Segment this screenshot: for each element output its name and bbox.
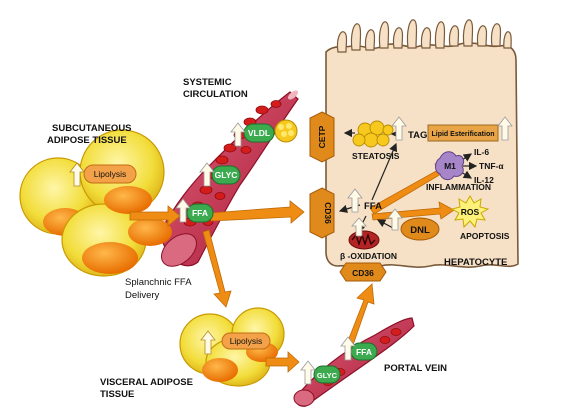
portal-vein-label: PORTAL VEIN xyxy=(384,363,447,374)
splanchnic-label-line2: Delivery xyxy=(125,290,160,301)
up-arrow-icon xyxy=(200,330,216,355)
up-arrow-icon xyxy=(347,188,363,213)
steatosis-droplets xyxy=(352,120,394,148)
m1-macrophage: M1 xyxy=(435,151,465,181)
arrow-subcutaneous-to-vessel xyxy=(129,205,181,227)
ffa-label-systemic: FFA xyxy=(192,208,208,218)
vldl-label: VLDL xyxy=(248,128,270,138)
glyc-label-systemic: GLYC xyxy=(215,170,238,180)
arrow-dnl-to-ffa xyxy=(376,219,394,229)
up-arrow-icon xyxy=(387,208,403,231)
microvilli xyxy=(336,19,512,53)
arrow-visceral-to-portal xyxy=(265,351,300,373)
ros-burst-icon: ROS xyxy=(450,194,490,229)
cd36-label-lower: CD36 xyxy=(352,268,374,278)
vldl-badge: VLDL xyxy=(230,122,275,147)
inflammation-label: INFLAMMATION xyxy=(426,182,491,192)
up-arrow-icon xyxy=(351,217,367,237)
up-arrow-icon xyxy=(300,360,316,385)
up-arrow-icon xyxy=(69,162,85,187)
lipolysis-label-visceral: Lipolysis xyxy=(230,336,263,346)
il12-label: IL-12 xyxy=(474,175,494,185)
cd36-hexagon-lower: CD36 xyxy=(339,262,387,282)
visceral-title-line1: VISCERAL ADIPOSE xyxy=(100,377,193,388)
ffa-badge-systemic: FFA xyxy=(175,198,214,223)
glyc-label-portal: GLYC xyxy=(317,371,338,380)
mitochondrion-icon xyxy=(348,217,380,250)
cd36-label-upper: CD36 xyxy=(323,202,333,224)
cd36-hexagon-upper: CD36 xyxy=(309,187,335,239)
arrow-portal-to-hepatocyte xyxy=(345,283,375,349)
steatosis-label: STEATOSIS xyxy=(352,151,400,161)
lipid-esterification-box: Lipid Esterification xyxy=(427,116,513,142)
lipoprotein-particle xyxy=(274,119,298,143)
up-arrow-icon xyxy=(340,336,356,361)
arrow-ffa-to-hepatocyte xyxy=(209,200,305,224)
arrow-splanchnic-delivery xyxy=(202,229,232,308)
subcutaneous-adipocytes: Lipolysis xyxy=(19,129,172,277)
systemic-title-line2: CIRCULATION xyxy=(183,89,248,100)
up-arrow-icon xyxy=(175,198,191,223)
glyc-badge-systemic: GLYC xyxy=(199,162,241,187)
tag-label: TAG xyxy=(408,130,427,141)
m1-label: M1 xyxy=(444,161,456,171)
apoptosis-label: APOPTOSIS xyxy=(460,231,510,241)
lipolysis-label-subcutaneous: Lipolysis xyxy=(94,169,127,179)
arrow-ffa-to-tag xyxy=(371,142,398,201)
lipolysis-badge-subcutaneous xyxy=(83,164,137,184)
lipolysis-badge-visceral xyxy=(221,332,271,350)
up-arrow-icon xyxy=(199,162,215,187)
ffa-label-portal: FFA xyxy=(356,347,372,357)
up-arrow-icon xyxy=(391,116,407,141)
up-arrow-icon xyxy=(230,122,246,147)
ffa-badge-portal: FFA xyxy=(340,336,378,361)
visceral-adipocytes: Lipolysis xyxy=(179,307,285,387)
il6-label: IL-6 xyxy=(474,147,489,157)
tnf-alpha-label: TNF-α xyxy=(479,161,504,171)
subcutaneous-title-line2: ADIPOSE TISSUE xyxy=(47,135,127,146)
lipid-esterification-label: Lipid Esterification xyxy=(431,131,494,138)
cetp-label: CETP xyxy=(317,125,327,148)
up-arrow-icon xyxy=(497,116,513,141)
beta-oxidation-label: β -OXIDATION xyxy=(340,251,397,261)
flow-arrows xyxy=(129,163,455,373)
ffa-label-hepatocyte: FFA xyxy=(364,201,382,212)
dnl-badge: DNL xyxy=(387,208,440,241)
systemic-title-line1: SYSTEMIC xyxy=(183,77,232,88)
subcutaneous-title-line1: SUBCUTANEOUS xyxy=(52,123,132,134)
ros-label: ROS xyxy=(461,207,480,217)
cetp-hexagon: CETP xyxy=(309,111,335,163)
hepatocyte-title: HEPATOCYTE xyxy=(444,257,507,268)
glyc-badge-portal: GLYC xyxy=(300,360,341,385)
dnl-label: DNL xyxy=(410,225,430,236)
visceral-title-line2: TISSUE xyxy=(100,389,134,400)
splanchnic-label-line1: Splanchnic FFA xyxy=(125,277,192,288)
